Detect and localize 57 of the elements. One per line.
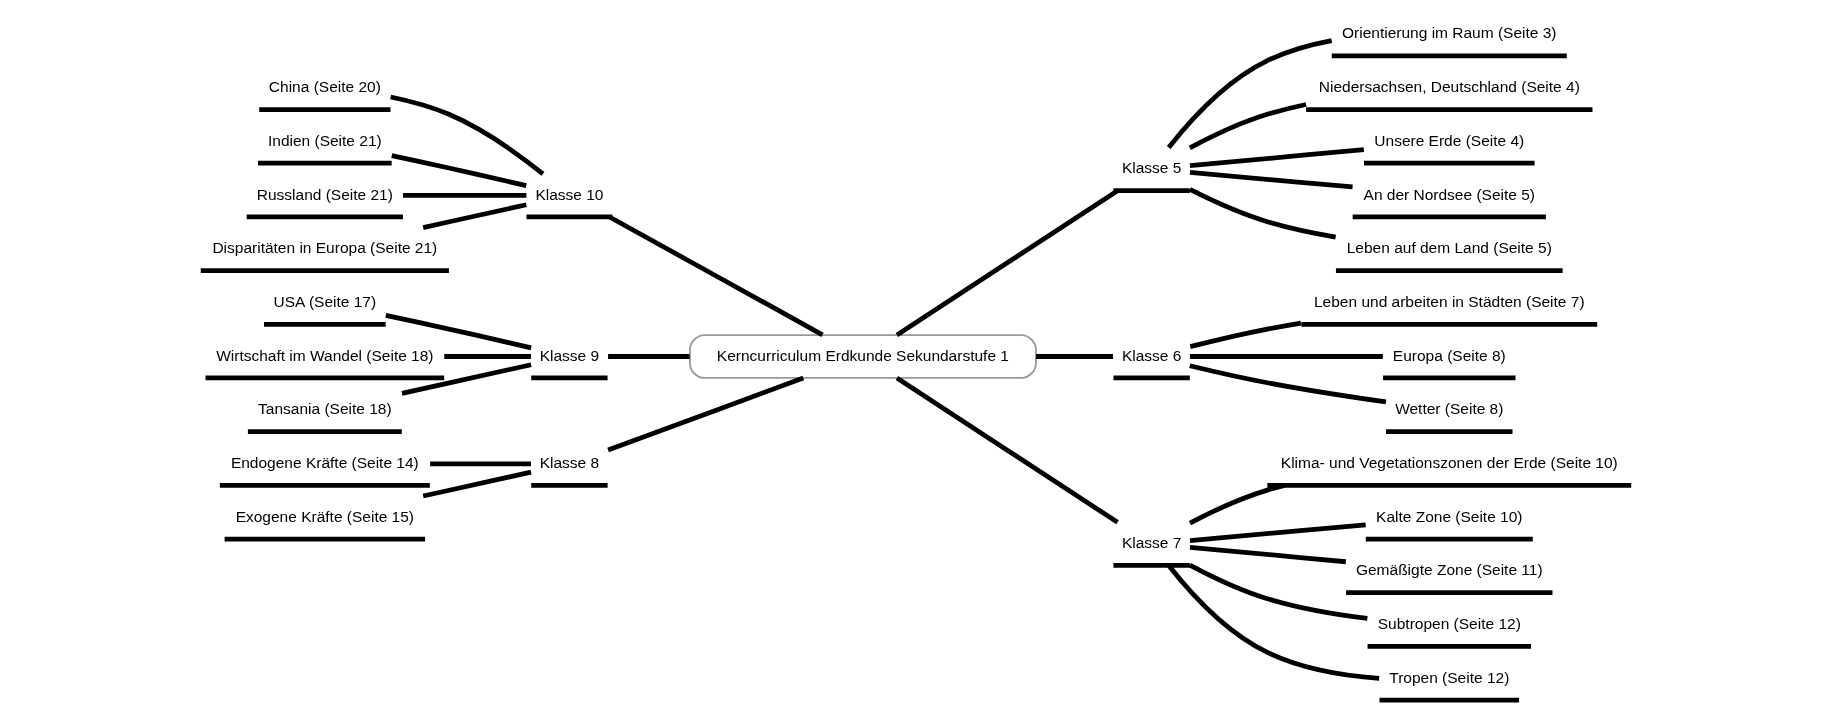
node-text: Klasse 7 xyxy=(1121,533,1182,551)
node-text: China (Seite 20) xyxy=(268,78,381,96)
node-text: Wetter (Seite 8) xyxy=(1395,400,1504,418)
node-text: An der Nordsee (Seite 5) xyxy=(1363,185,1536,203)
connector xyxy=(1188,562,1368,621)
node-text: Niedersachsen, Deutschland (Seite 4) xyxy=(1318,78,1580,96)
node-text: Subtropen (Seite 12) xyxy=(1377,614,1521,632)
connector xyxy=(895,376,1119,525)
node-text: Tansania (Seite 18) xyxy=(258,400,392,418)
connector xyxy=(390,94,545,176)
node-text: Kalte Zone (Seite 10) xyxy=(1376,507,1523,525)
connector xyxy=(1188,102,1307,151)
connector xyxy=(895,188,1119,337)
node-text: Klasse 5 xyxy=(1121,159,1182,177)
connector xyxy=(422,202,527,230)
node-text: Tropen (Seite 12) xyxy=(1389,668,1510,686)
node-text: Europa (Seite 8) xyxy=(1392,346,1506,364)
connector xyxy=(1189,147,1365,169)
connector xyxy=(1189,354,1383,359)
connector xyxy=(1189,320,1302,349)
connector xyxy=(1188,483,1286,526)
node-text: Endogene Kräfte (Seite 14) xyxy=(230,453,419,471)
connector xyxy=(430,461,531,467)
connector xyxy=(608,214,824,337)
node-text: Leben und arbeiten in Städten (Seite 7) xyxy=(1313,292,1585,310)
connector xyxy=(385,313,532,351)
connector xyxy=(401,362,532,396)
connector xyxy=(444,354,531,359)
node-text: Gemäßigte Zone (Seite 11) xyxy=(1355,561,1543,579)
node-text: Disparitäten in Europa (Seite 21) xyxy=(212,239,438,257)
connector xyxy=(391,153,527,188)
connector xyxy=(1189,170,1353,190)
connector xyxy=(607,375,805,453)
node-text: Exogene Kräfte (Seite 15) xyxy=(235,507,415,525)
node-text: Russland (Seite 21) xyxy=(256,185,393,203)
node-text: Klasse 8 xyxy=(539,453,600,471)
node-text: Unsere Erde (Seite 4) xyxy=(1374,131,1525,149)
node-box: Kerncurriculum Erdkunde Sekundarstufe 1 xyxy=(689,334,1037,379)
connector xyxy=(1189,522,1366,543)
connector xyxy=(403,193,527,198)
node-text: USA (Seite 17) xyxy=(273,292,377,310)
node-text: Klasse 9 xyxy=(539,346,600,364)
connector xyxy=(1188,187,1337,240)
node-text: Klasse 6 xyxy=(1121,346,1182,364)
node-text: Indien (Seite 21) xyxy=(267,131,382,149)
node-text: Wirtschaft im Wandel (Seite 18) xyxy=(216,346,434,364)
node-text: Klasse 10 xyxy=(535,185,604,203)
connector xyxy=(1166,563,1380,681)
connector xyxy=(1166,38,1333,150)
connector xyxy=(1036,354,1114,359)
connector xyxy=(1189,363,1387,405)
node-text: Klima- und Vegetationszonen der Erde (Seite 10) xyxy=(1280,453,1618,471)
node-text: Leben auf dem Land (Seite 5) xyxy=(1346,239,1552,257)
connector xyxy=(422,469,532,499)
node-text: Orientierung im Raum (Seite 3) xyxy=(1342,24,1557,42)
connector xyxy=(608,354,690,359)
connector xyxy=(1189,544,1347,565)
